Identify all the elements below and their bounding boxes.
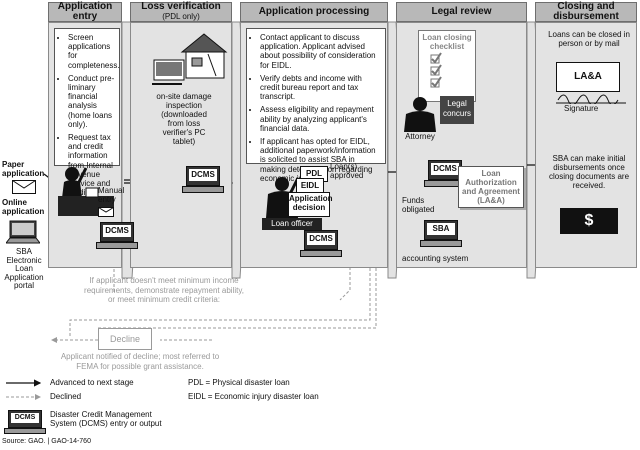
step-item: Screen applications for completeness. xyxy=(68,33,120,70)
signature-label: Signature xyxy=(564,104,599,113)
funds-obligated-label: Funds obligated xyxy=(402,196,435,214)
legend-dcms: Disaster Credit Management System (DCMS)… xyxy=(50,410,162,428)
initial-disbursements-text: SBA can make initial disbursements once … xyxy=(548,154,630,190)
portal-label: SBA Electronic Loan Application portal xyxy=(4,247,44,290)
legal-concurs-doc: Legal concurs xyxy=(440,96,474,124)
laa-document: Loan Authorization and Agreement (LA&A) xyxy=(458,166,524,208)
attorney-label: Attorney xyxy=(405,132,435,141)
dollar-bill-icon: $ xyxy=(560,208,618,234)
legend-pdl-definition: PDL = Physical disaster loan xyxy=(188,378,290,387)
header-application-entry: Application entry xyxy=(48,2,122,22)
step-item: Verify debts and income with credit bure… xyxy=(260,74,382,102)
application-decision-document: Application decision xyxy=(288,192,333,217)
laa-closing-document: LA&A xyxy=(556,62,620,92)
legend-arrows xyxy=(6,379,42,400)
signature-scribble xyxy=(556,94,626,104)
dcms-terminal-legal: DCMS xyxy=(424,160,466,188)
manual-entry-label: Manual entry xyxy=(98,186,125,204)
loans-closed-text: Loans can be closed in person or by mail xyxy=(548,30,630,48)
sba-terminal: SBA xyxy=(420,220,462,248)
laptop-icon xyxy=(6,220,40,244)
decline-notified-text: Applicant notified of decline; most refe… xyxy=(60,352,220,371)
legend-declined: Declined xyxy=(50,392,82,401)
step-item: Conduct pre-liminary financial analysis … xyxy=(68,74,116,129)
decline-document: Decline xyxy=(98,328,152,350)
paper-application-label: Paper application xyxy=(2,160,45,178)
step-item: Contact applicant to discuss application… xyxy=(260,33,382,70)
loans-approved-label: Loan(s) approved xyxy=(330,162,364,180)
dcms-terminal-entry: DCMS xyxy=(96,222,138,250)
envelope-icon xyxy=(98,207,114,217)
legend-advanced: Advanced to next stage xyxy=(50,378,134,387)
decline-criteria-text: If applicant doesn't meet minimum income… xyxy=(84,276,244,304)
accounting-system-label: accounting system xyxy=(402,254,469,263)
application-processing-steps: Contact applicant to discuss application… xyxy=(246,28,386,183)
envelope-icon xyxy=(12,180,36,194)
damaged-house-icon xyxy=(152,33,228,85)
legend-eidl-definition: EIDL = Economic injury disaster loan xyxy=(188,392,319,401)
checkmarks-icon xyxy=(430,52,442,88)
legend-dcms-icon: DCMS xyxy=(4,410,46,434)
loan-closing-checklist: Loan closing checklist xyxy=(418,30,476,102)
attorney-icon xyxy=(404,97,436,132)
header-application-processing: Application processing xyxy=(240,2,388,22)
inspection-text: on-site damage inspection (downloaded fr… xyxy=(156,92,212,146)
step-item: Assess eligibility and repayment ability… xyxy=(260,105,382,133)
dcms-terminal-processing: DCMS xyxy=(300,230,342,258)
header-legal-review: Legal review xyxy=(396,2,527,22)
eidl-document: EIDL xyxy=(296,178,324,194)
application-entry-steps: Screen applications for completeness. Co… xyxy=(54,28,120,206)
dcms-terminal-inspection: DCMS xyxy=(182,166,224,194)
source-note: Source: GAO. | GAO-14-760 xyxy=(2,438,91,445)
loan-officer-label: Loan officer xyxy=(262,218,322,230)
header-loss-verification: Loss verification (PDL only) xyxy=(130,2,232,22)
online-application-label: Online application xyxy=(2,198,45,216)
